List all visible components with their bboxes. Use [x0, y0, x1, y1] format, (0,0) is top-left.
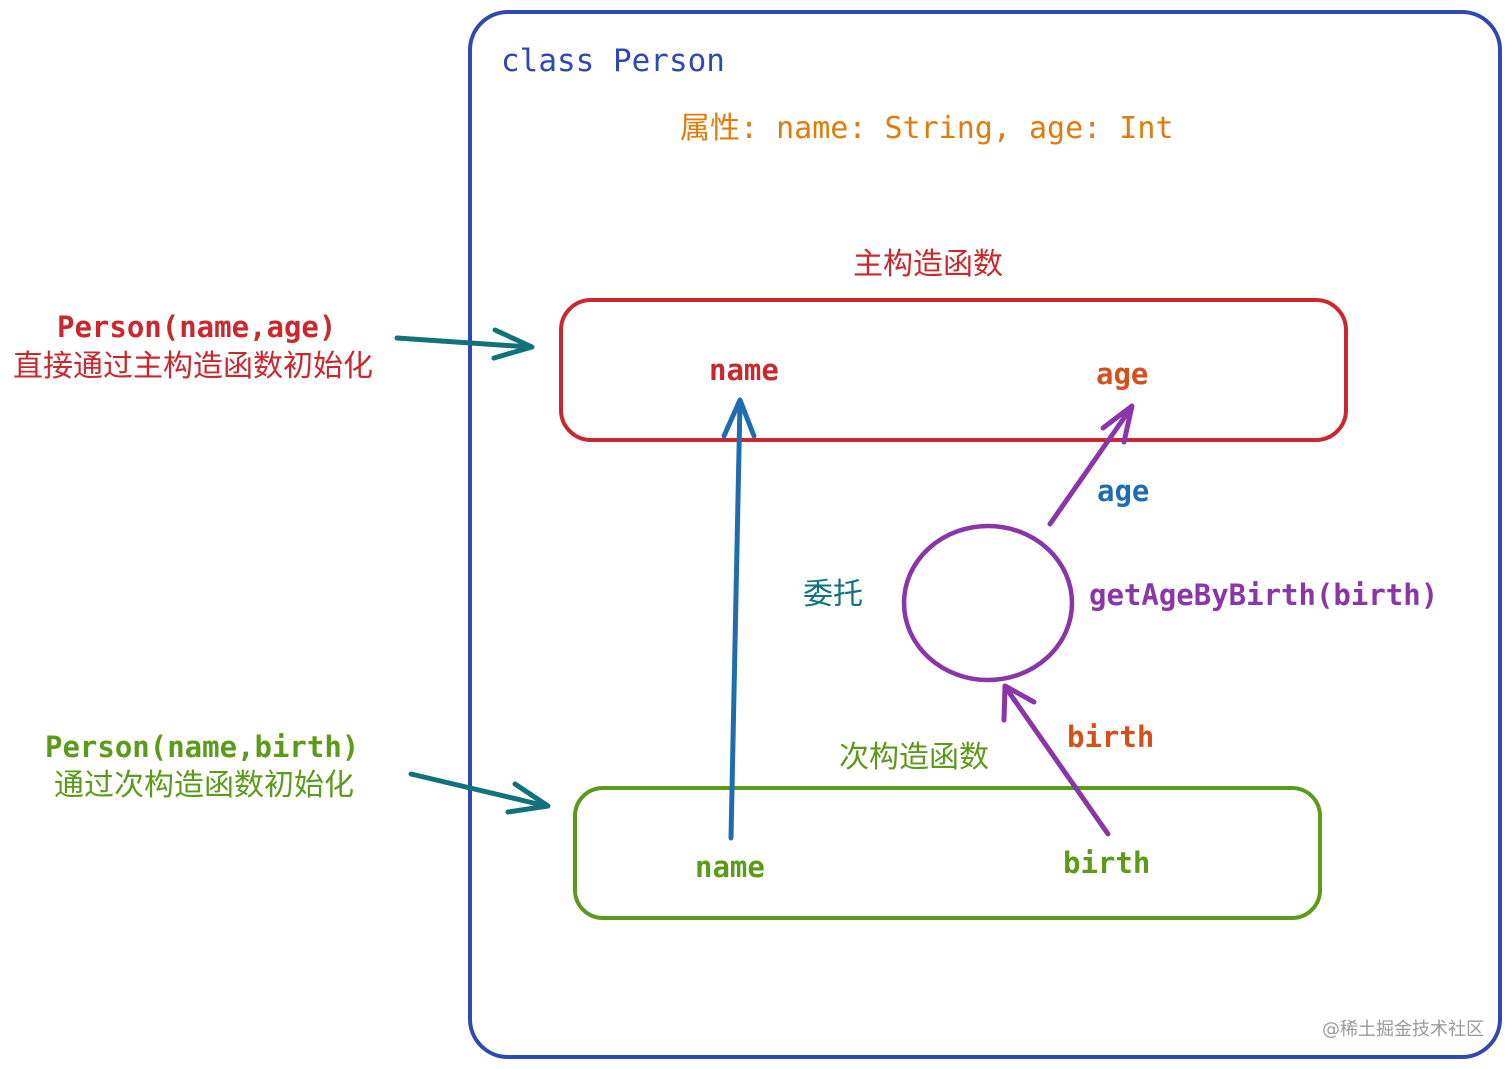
secondary-call-signature: Person(name,birth) [45, 730, 360, 764]
class-title: class Person [501, 43, 725, 79]
birth-arrow-head [1001, 683, 1037, 723]
secondary-call-description: 通过次构造函数初始化 [54, 768, 354, 803]
age-arrow [1047, 405, 1134, 527]
secondary-constructor-label: 次构造函数 [839, 740, 989, 775]
primary-call-signature: Person(name,age) [57, 310, 337, 344]
delegate-circle [901, 523, 1075, 683]
primary-param-name: name [709, 353, 779, 387]
delegate-label: 委托 [803, 577, 863, 612]
watermark: @稀土掘金技术社区 [1322, 1019, 1484, 1040]
primary-constructor-label: 主构造函数 [853, 247, 1003, 282]
delegate-output-label: age [1097, 474, 1150, 508]
primary-call-arrow-head [491, 327, 535, 361]
secondary-call-arrow-head [505, 781, 551, 815]
class-properties: 属性: name: String, age: Int [680, 111, 1174, 146]
birth-arrow [1003, 685, 1111, 837]
secondary-constructor-box [573, 786, 1322, 920]
name-arrow [728, 399, 743, 841]
secondary-param-name: name [695, 850, 765, 884]
delegate-function: getAgeByBirth(birth) [1089, 578, 1439, 612]
primary-call-arrow [394, 335, 533, 350]
class-box [468, 10, 1502, 1059]
secondary-call-arrow [408, 771, 549, 809]
secondary-param-birth: birth [1063, 846, 1151, 880]
primary-param-age: age [1096, 357, 1149, 391]
primary-call-description: 直接通过主构造函数初始化 [13, 349, 373, 384]
age-arrow-head [1100, 403, 1135, 445]
name-arrow-head [721, 397, 757, 439]
primary-constructor-box [559, 298, 1348, 442]
delegate-input-label: birth [1067, 720, 1155, 754]
